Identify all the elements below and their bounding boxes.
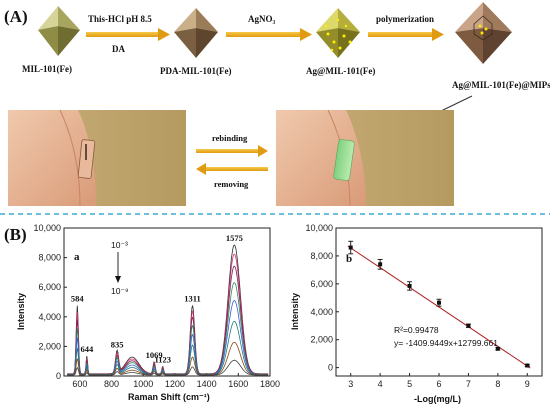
pda-mil101-crystal: [174, 8, 218, 58]
mip-coated-crystal: [455, 2, 512, 64]
skin-patch-template: [8, 109, 186, 207]
chart-b-ytick-label: 8,000: [310, 251, 333, 261]
peak-label-1069: 1069: [146, 350, 163, 360]
chart-b-xtick-label: 7: [466, 379, 471, 389]
data-point: [466, 323, 471, 328]
chart-a-ytick-label: 4,000: [38, 312, 61, 322]
embedded-nanoparticles: [478, 24, 488, 35]
stage2-label: PDA-MIL-101(Fe): [160, 66, 231, 76]
chart-a-xtick-label: 600: [72, 379, 87, 389]
fit-equation: y= -1409.9449x+12799.661: [394, 338, 498, 348]
panel-b-label: (B): [4, 225, 27, 244]
step3-top-label: polymerization: [376, 14, 434, 24]
chart-b-xtick-label: 9: [525, 379, 530, 389]
conc-top-label: 10⁻³: [111, 240, 128, 250]
chart-b-ytick-label: 0: [328, 363, 333, 373]
chart-b-ytick-label: 6,000: [310, 279, 333, 289]
chart-b-xtick-label: 3: [348, 379, 353, 389]
stage1-label: MIL-101(Fe): [22, 64, 72, 74]
removing-arrow: [196, 163, 268, 175]
data-point: [525, 363, 530, 368]
panel-a: (A) MIL-101(Fe) This-HCl pH 8.5 DA PDA-M…: [4, 2, 550, 207]
step1-top-label: This-HCl pH 8.5: [88, 14, 152, 24]
step1-bottom-label: DA: [112, 44, 125, 54]
panel-a-label: (A): [4, 7, 28, 26]
peak-label-1311: 1311: [184, 294, 201, 304]
chart-a-xtick-label: 1200: [165, 379, 185, 389]
chart-b-xtick-label: 5: [407, 379, 412, 389]
chart-a-ylabel: Intensity: [16, 293, 26, 330]
removing-label: removing: [214, 179, 249, 189]
chart-b-xtick-label: 8: [495, 379, 500, 389]
rebinding-label: rebinding: [212, 133, 248, 143]
chart-a-panel-label: a: [74, 251, 80, 263]
step1-arrow: [86, 28, 170, 41]
chart-b-ytick-label: 2,000: [310, 335, 333, 345]
silver-nanoparticles: [324, 18, 352, 52]
chart-a-ytick-label: 8,000: [38, 253, 61, 263]
step2-arrow: [226, 28, 312, 41]
step3-arrow: [368, 28, 444, 41]
ag-mil101-crystal: [316, 8, 360, 58]
data-point: [378, 262, 383, 267]
chart-a-ytick-label: 6,000: [38, 282, 61, 292]
stage3-label: Ag@MIL-101(Fe): [306, 66, 375, 76]
peak-label-644: 644: [80, 344, 94, 354]
chart-a-xtick-label: 800: [104, 379, 119, 389]
data-point: [348, 245, 353, 250]
chart-a-xtick-label: 1400: [197, 379, 217, 389]
calibration-chart: 3 4 5 6 7 8 9 0 2,000 4,000 6,000 8,000 10,000 b R²=…: [290, 223, 543, 404]
data-point: [495, 346, 500, 351]
chart-a-ytick-label: 2,000: [38, 341, 61, 351]
peak-label-835: 835: [111, 340, 124, 350]
raman-spectra-chart: 600 800 1000 1200 1400 1600 1800 0 2,000 4,000 6,0…: [16, 223, 280, 402]
fit-line: [347, 245, 531, 369]
chart-a-xtick-label: 1000: [133, 379, 153, 389]
chart-a-xlabel: Raman Shift (cm⁻¹): [128, 392, 210, 402]
skin-patch-bound: [276, 109, 454, 207]
mil101-crystal: [38, 6, 80, 56]
chart-b-xlabel: -Log(mg/L): [414, 394, 461, 404]
chart-b-xtick-label: 4: [378, 379, 383, 389]
chart-a-xtick-label: 1800: [260, 379, 280, 389]
r2-text: R²=0.99478: [394, 325, 439, 335]
rebinding-arrow: [196, 145, 268, 157]
chart-b-ytick-label: 10,000: [305, 223, 333, 233]
chart-a-ytick-label: 10,000: [33, 223, 61, 233]
stage4-label: Ag@MIL-101(Fe)@MIPs: [452, 80, 550, 90]
step2-top-label: AgNO₃: [248, 14, 275, 24]
conc-bottom-label: 10⁻⁹: [111, 286, 129, 296]
chart-a-frame: [63, 227, 271, 377]
data-point: [437, 300, 441, 305]
peak-label-1575: 1575: [226, 233, 243, 243]
chart-b-panel-label: b: [346, 253, 352, 265]
chart-b-xtick-label: 6: [436, 379, 441, 389]
chart-a-xtick-label: 1600: [228, 379, 248, 389]
conc-arrow-head: [115, 276, 121, 283]
peak-label-1123: 1123: [154, 354, 171, 364]
spectrum-line-8: [67, 359, 269, 376]
chart-a-ytick-label: 0: [56, 371, 61, 381]
chart-b-ytick-label: 4,000: [310, 307, 333, 317]
panel-b: (B) 600 800 1000 1200 1400 1600 1800 0 2,000 4,00…: [4, 223, 543, 404]
peak-label-584: 584: [71, 294, 85, 304]
chart-b-ylabel: Intensity: [290, 293, 300, 330]
data-point: [407, 283, 412, 288]
